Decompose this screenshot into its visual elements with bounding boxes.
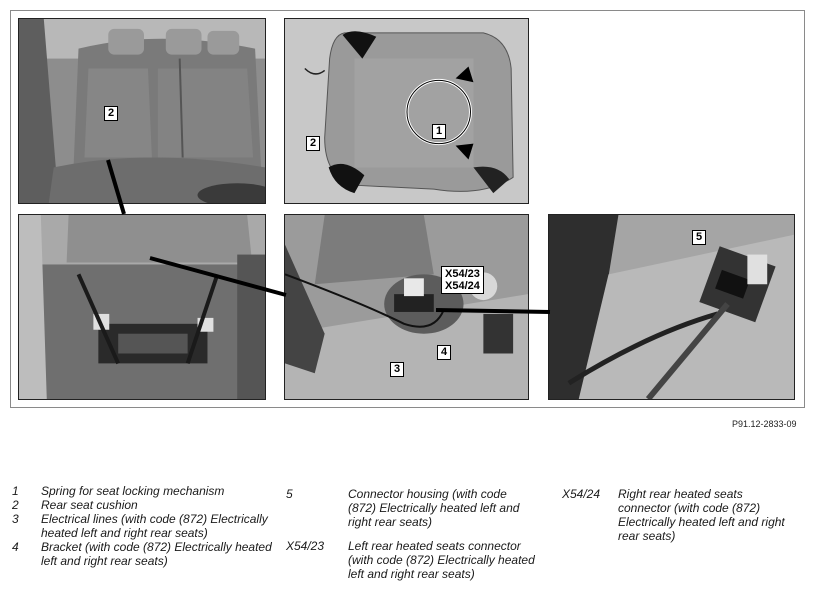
callout-1-photo2: 1: [432, 124, 447, 139]
legend-desc: Connector housing (with code (872) Elect…: [348, 487, 520, 529]
legend-item: 1 Spring for seat locking mechanism: [12, 484, 274, 498]
legend-item: X54/23 Left rear heated seats connector …: [286, 539, 536, 581]
legend-column-1: 1 Spring for seat locking mechanism 2 Re…: [12, 484, 274, 568]
legend-column-3: X54/24 Right rear heated seats connector…: [562, 487, 798, 543]
legend-desc: Right rear heated seats connector (with …: [618, 487, 785, 543]
legend-desc: Bracket (with code (872) Electrically he…: [41, 540, 272, 568]
photo-seat-frame: [18, 214, 266, 400]
photo-connectors: [284, 214, 529, 400]
photo-cushion-underside: [284, 18, 529, 204]
callout-5-photo5: 5: [692, 230, 707, 245]
callout-3-photo4: 3: [390, 362, 405, 377]
legend-key: 1: [12, 484, 19, 498]
legend-key: 4: [12, 540, 19, 554]
legend-item: 3 Electrical lines (with code (872) Elec…: [12, 512, 274, 540]
legend-desc: Spring for seat locking mechanism: [41, 484, 225, 498]
figure-id: P91.12-2833-09: [732, 419, 797, 429]
legend-desc: Left rear heated seats connector (with c…: [348, 539, 535, 581]
photo-rear-seat: [18, 18, 266, 204]
photo-connector-housing: [548, 214, 795, 400]
legend-item: 2 Rear seat cushion: [12, 498, 274, 512]
legend-key: 5: [286, 487, 293, 501]
legend-key: 3: [12, 512, 19, 526]
callout-x54-23: X54/23: [441, 266, 484, 281]
legend-item: 5 Connector housing (with code (872) Ele…: [286, 487, 536, 529]
legend-desc: Rear seat cushion: [41, 498, 138, 512]
callout-x54-24: X54/24: [441, 279, 484, 294]
legend-item: X54/24 Right rear heated seats connector…: [562, 487, 798, 543]
legend-column-2: 5 Connector housing (with code (872) Ele…: [286, 487, 536, 581]
legend-key: X54/23: [286, 539, 325, 553]
callout-2-photo1: 2: [104, 106, 119, 121]
callout-4-photo4: 4: [437, 345, 452, 360]
legend-item: 4 Bracket (with code (872) Electrically …: [12, 540, 274, 568]
legend-key: X54/24: [562, 487, 601, 501]
legend-desc: Electrical lines (with code (872) Electr…: [41, 512, 268, 540]
callout-2-photo2: 2: [306, 136, 321, 151]
legend-key: 2: [12, 498, 19, 512]
